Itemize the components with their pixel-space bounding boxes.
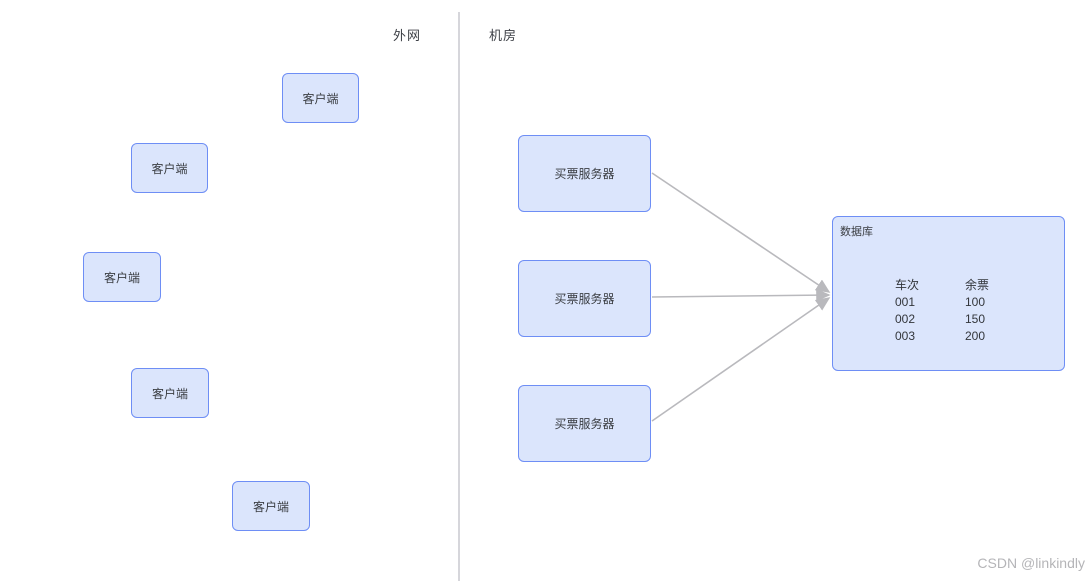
region-label-server-room: 机房: [489, 28, 518, 43]
ticket-table-row: 002 150: [895, 313, 989, 330]
client-node-label: 客户端: [151, 386, 188, 401]
region-label-external-network: 外网: [393, 28, 422, 43]
arrow-server1-to-database: [651, 172, 831, 293]
client-node-label: 客户端: [252, 499, 289, 514]
ticket-server-label: 买票服务器: [554, 417, 615, 431]
ticket-server-label: 买票服务器: [554, 292, 615, 306]
client-node-1: 客户端: [282, 73, 359, 123]
column-header-train-number: 车次: [895, 278, 920, 292]
arrow-server3-to-database: [651, 297, 831, 422]
ticket-table: 车次 余票 001 100 002 150 003 200: [895, 279, 989, 347]
ticket-server-node-1: 买票服务器: [518, 135, 651, 212]
remaining-tickets-cell: 200: [965, 329, 986, 343]
client-node-5: 客户端: [232, 481, 310, 531]
database-node: 数据库 车次 余票 001 100 002 150 003 200: [832, 216, 1065, 371]
database-node-label: 数据库: [840, 226, 873, 238]
client-node-3: 客户端: [83, 252, 161, 302]
client-node-2: 客户端: [131, 143, 208, 193]
client-node-label: 客户端: [302, 91, 339, 106]
remaining-tickets-cell: 100: [965, 295, 986, 309]
csdn-watermark: CSDN @linkindly: [977, 555, 1085, 571]
arrow-server2-to-database: [651, 288, 831, 302]
column-header-remaining-tickets: 余票: [965, 278, 990, 292]
ticket-table-header-row: 车次 余票: [895, 279, 989, 296]
train-number-cell: 001: [895, 295, 916, 309]
client-node-4: 客户端: [131, 368, 209, 418]
ticket-server-node-3: 买票服务器: [518, 385, 651, 462]
ticket-server-label: 买票服务器: [554, 167, 615, 181]
train-number-cell: 002: [895, 312, 916, 326]
train-number-cell: 003: [895, 329, 916, 343]
client-node-label: 客户端: [151, 161, 188, 176]
ticket-table-row: 003 200: [895, 330, 989, 347]
ticket-table-row: 001 100: [895, 296, 989, 313]
ticket-server-node-2: 买票服务器: [518, 260, 651, 337]
client-node-label: 客户端: [103, 270, 140, 285]
remaining-tickets-cell: 150: [965, 312, 986, 326]
region-divider-line: [458, 12, 460, 581]
